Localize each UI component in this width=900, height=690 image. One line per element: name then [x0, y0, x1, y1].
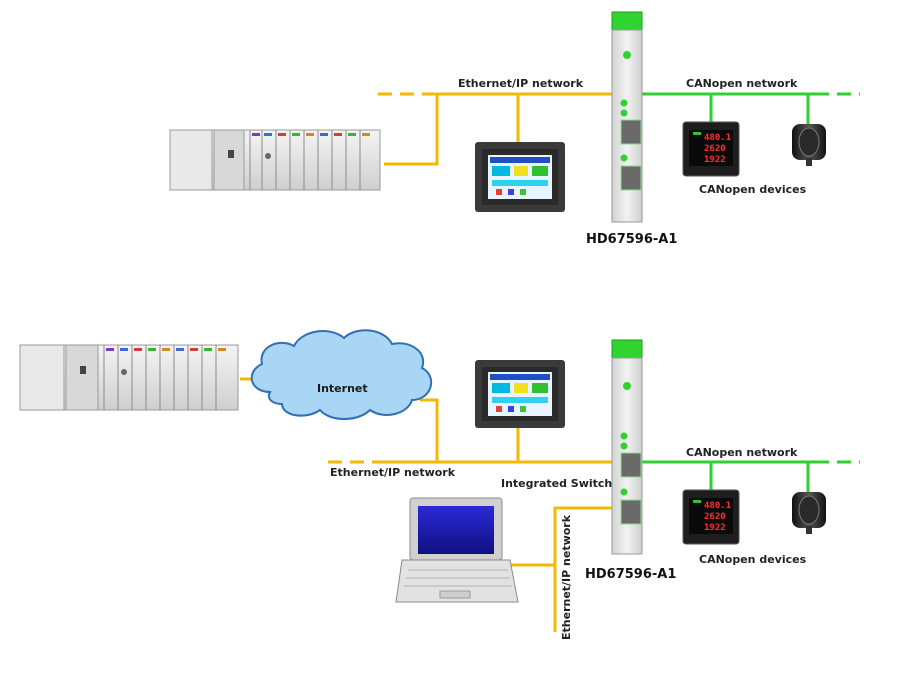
- bottom-meter-reading-3: 1922: [704, 523, 726, 533]
- bottom-diagram: Internet: [19, 329, 860, 640]
- vertical-ethernet-label: Ethernet/IP network: [560, 514, 573, 640]
- bottom-ethernet-label: Ethernet/IP network: [330, 466, 456, 479]
- top-plc-rack: [169, 129, 381, 191]
- top-canopen-lines: [642, 92, 860, 124]
- bottom-plc-rack: [19, 344, 239, 411]
- bottom-gateway: [611, 339, 643, 555]
- top-gateway: [611, 11, 643, 223]
- top-meter-reading-1: 480.1: [704, 133, 731, 143]
- top-canopen-label: CANopen network: [686, 77, 798, 90]
- top-encoder: [792, 124, 826, 166]
- bottom-devices-label: CANopen devices: [699, 553, 807, 566]
- top-gateway-label: HD67596-A1: [586, 232, 677, 247]
- bottom-canopen-lines: [642, 460, 860, 492]
- laptop: [395, 497, 519, 603]
- bottom-power-meter: 480.1 2620 1922: [682, 489, 740, 545]
- bottom-meter-reading-1: 480.1: [704, 501, 731, 511]
- top-diagram: 480.1 2620 1922 Ethernet/IP network CANo…: [169, 11, 860, 247]
- integrated-switch-label: Integrated Switch: [501, 477, 612, 490]
- bottom-ethernet-lines: [240, 377, 612, 632]
- top-ethernet-label: Ethernet/IP network: [458, 77, 584, 90]
- top-hmi-panel: [475, 142, 565, 212]
- bottom-gateway-label: HD67596-A1: [585, 567, 676, 582]
- bottom-canopen-label: CANopen network: [686, 446, 798, 459]
- top-power-meter: 480.1 2620 1922: [682, 121, 740, 177]
- bottom-meter-reading-2: 2620: [704, 512, 726, 522]
- top-devices-label: CANopen devices: [699, 183, 807, 196]
- top-meter-reading-3: 1922: [704, 155, 726, 165]
- internet-label: Internet: [317, 382, 368, 395]
- top-meter-reading-2: 2620: [704, 144, 726, 154]
- internet-cloud: Internet: [250, 329, 433, 420]
- bottom-hmi-panel: [475, 360, 565, 428]
- bottom-encoder: [792, 492, 826, 534]
